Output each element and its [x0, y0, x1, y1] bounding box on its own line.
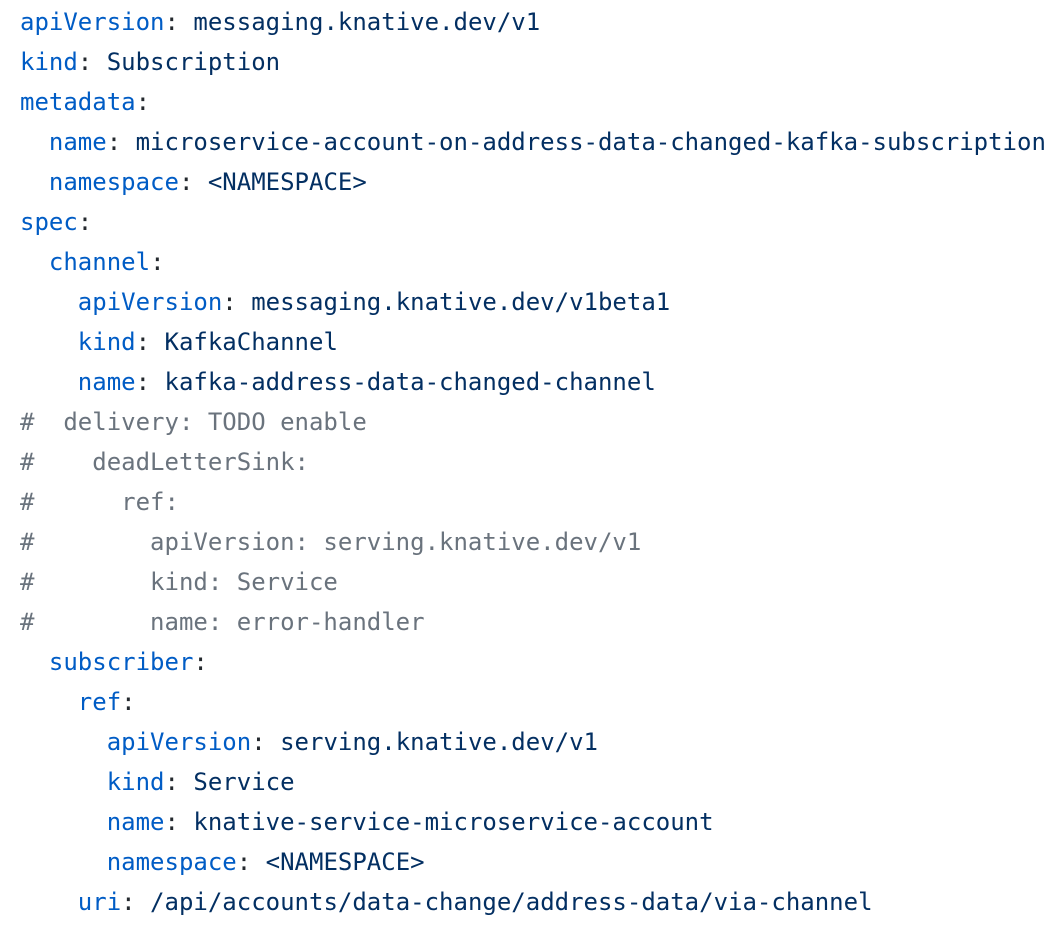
- yaml-comment-token: # name: error-handler: [20, 608, 425, 636]
- yaml-indent-token: [20, 888, 78, 916]
- yaml-indent-token: [20, 848, 107, 876]
- yaml-comment-token: # kind: Service: [20, 568, 338, 596]
- yaml-value-token: kafka-address-data-changed-channel: [150, 368, 656, 396]
- code-line: subscriber:: [20, 642, 1064, 682]
- yaml-indent-token: [20, 728, 107, 756]
- yaml-punctuation-token: :: [121, 688, 136, 716]
- yaml-indent-token: [20, 128, 49, 156]
- yaml-punctuation-token: :: [164, 8, 179, 36]
- yaml-punctuation-token: :: [236, 848, 252, 876]
- yaml-key-token: kind: [20, 48, 78, 76]
- yaml-indent-token: [20, 768, 107, 796]
- code-line: name: microservice-account-on-address-da…: [20, 122, 1064, 162]
- yaml-punctuation-token: :: [77, 48, 93, 76]
- yaml-indent-token: [20, 168, 49, 196]
- code-line: metadata:: [20, 82, 1064, 122]
- yaml-value-token: Service: [178, 768, 295, 796]
- code-line: # name: error-handler: [20, 602, 1064, 642]
- yaml-indent-token: [20, 328, 78, 356]
- code-line: apiVersion: messaging.knative.dev/v1: [20, 2, 1064, 42]
- yaml-indent-token: [20, 288, 78, 316]
- yaml-value-token: messaging.knative.dev/v1beta1: [236, 288, 671, 316]
- yaml-value-token: serving.knative.dev/v1: [265, 728, 598, 756]
- yaml-punctuation-token: :: [77, 208, 93, 236]
- yaml-key-token: spec: [20, 208, 78, 236]
- yaml-value-token: messaging.knative.dev/v1: [178, 8, 541, 36]
- yaml-comment-token: # deadLetterSink:: [20, 448, 309, 476]
- yaml-key-token: name: [106, 808, 165, 836]
- code-line: uri: /api/accounts/data-change/address-d…: [20, 882, 1064, 922]
- yaml-value-token: knative-service-microservice-account: [178, 808, 714, 836]
- yaml-punctuation-token: :: [135, 368, 151, 396]
- yaml-punctuation-token: :: [135, 88, 151, 116]
- yaml-value-token: Subscription: [92, 48, 281, 76]
- yaml-punctuation-token: :: [106, 128, 122, 156]
- yaml-key-token: kind: [106, 768, 165, 796]
- yaml-value-token: /api/accounts/data-change/address-data/v…: [135, 888, 873, 916]
- yaml-indent-token: [20, 808, 107, 836]
- yaml-key-token: apiVersion: [106, 728, 252, 756]
- yaml-key-token: name: [77, 368, 136, 396]
- yaml-key-token: apiVersion: [20, 8, 165, 36]
- yaml-punctuation-token: :: [121, 888, 136, 916]
- yaml-punctuation-token: :: [164, 768, 179, 796]
- code-line: ref:: [20, 682, 1064, 722]
- code-line: apiVersion: serving.knative.dev/v1: [20, 722, 1064, 762]
- yaml-key-token: namespace: [48, 168, 179, 196]
- code-line: name: kafka-address-data-changed-channel: [20, 362, 1064, 402]
- yaml-value-token: KafkaChannel: [150, 328, 338, 356]
- yaml-comment-token: # ref:: [20, 488, 179, 516]
- yaml-indent-token: [20, 248, 49, 276]
- yaml-comment-token: # delivery: TODO enable: [20, 408, 367, 436]
- yaml-key-token: name: [48, 128, 107, 156]
- code-line: namespace: <NAMESPACE>: [20, 842, 1064, 882]
- yaml-key-token: channel: [48, 248, 151, 276]
- yaml-indent-token: [20, 648, 49, 676]
- yaml-key-token: namespace: [106, 848, 237, 876]
- code-line: # apiVersion: serving.knative.dev/v1: [20, 522, 1064, 562]
- code-line: # delivery: TODO enable: [20, 402, 1064, 442]
- yaml-key-token: uri: [77, 888, 122, 916]
- yaml-value-token: <NAMESPACE>: [251, 848, 425, 876]
- code-line: # kind: Service: [20, 562, 1064, 602]
- yaml-comment-token: # apiVersion: serving.knative.dev/v1: [20, 528, 642, 556]
- yaml-key-token: kind: [77, 328, 136, 356]
- code-line: channel:: [20, 242, 1064, 282]
- code-line: spec:: [20, 202, 1064, 242]
- yaml-value-token: <NAMESPACE>: [193, 168, 367, 196]
- yaml-punctuation-token: :: [150, 248, 165, 276]
- code-line: kind: Subscription: [20, 42, 1064, 82]
- yaml-key-token: metadata: [20, 88, 136, 116]
- yaml-punctuation-token: :: [178, 168, 194, 196]
- code-line: namespace: <NAMESPACE>: [20, 162, 1064, 202]
- code-line: name: knative-service-microservice-accou…: [20, 802, 1064, 842]
- yaml-punctuation-token: :: [193, 648, 208, 676]
- yaml-punctuation-token: :: [164, 808, 179, 836]
- yaml-key-token: apiVersion: [77, 288, 223, 316]
- yaml-punctuation-token: :: [222, 288, 237, 316]
- code-line: kind: KafkaChannel: [20, 322, 1064, 362]
- yaml-key-token: ref: [77, 688, 122, 716]
- code-line: apiVersion: messaging.knative.dev/v1beta…: [20, 282, 1064, 322]
- yaml-indent-token: [20, 688, 78, 716]
- code-line: # ref:: [20, 482, 1064, 522]
- code-line: kind: Service: [20, 762, 1064, 802]
- yaml-punctuation-token: :: [135, 328, 151, 356]
- yaml-key-token: subscriber: [48, 648, 194, 676]
- yaml-punctuation-token: :: [251, 728, 266, 756]
- yaml-indent-token: [20, 368, 78, 396]
- code-line: # deadLetterSink:: [20, 442, 1064, 482]
- yaml-value-token: microservice-account-on-address-data-cha…: [121, 128, 1046, 156]
